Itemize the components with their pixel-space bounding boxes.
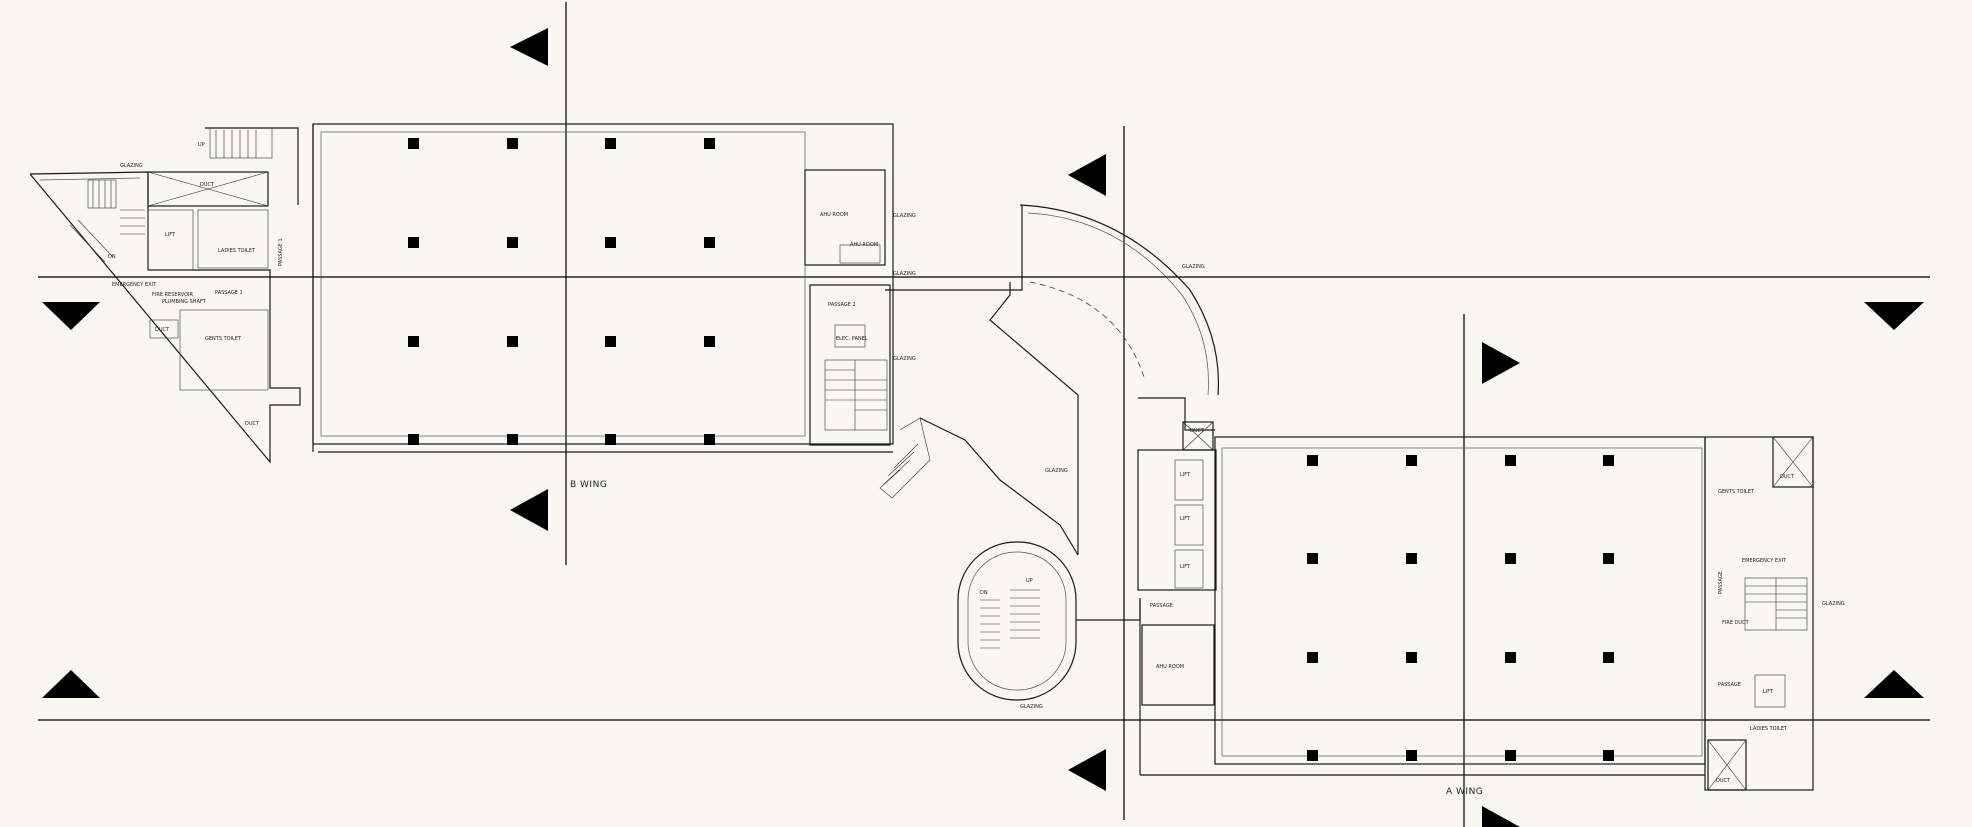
passage-label: PASSAGE <box>1718 571 1724 594</box>
gents-toilet-label: GENTS TOILET <box>1718 489 1755 495</box>
section-arrow-up-icon <box>1864 670 1924 698</box>
a-wing-hall-inner <box>1221 447 1703 757</box>
b-wing-hall <box>312 123 894 445</box>
lift-label: LIFT <box>1180 564 1191 570</box>
passage-1-label: PASSAGE 1 <box>215 290 243 296</box>
duct-label: DUCT <box>1716 778 1731 784</box>
duct-label: DUCT <box>1190 428 1205 434</box>
duct-label: DUCT <box>245 421 260 427</box>
section-arrow-down-icon <box>42 302 100 330</box>
up-label: UP <box>1026 578 1033 584</box>
a-wing-stair <box>1744 577 1808 631</box>
glazing-label: GLAZING <box>893 356 916 362</box>
b-wing-hall-inner <box>320 131 806 437</box>
passage-label: PASSAGE <box>1150 603 1173 609</box>
duct-label: DUCT <box>200 182 215 188</box>
section-arrow-down-icon <box>1864 302 1924 330</box>
a-wing-hall <box>1214 436 1706 765</box>
a-wing: DUCT LIFT LIFT LIFT PASSAGE AHU ROOM DUC… <box>1137 397 1845 797</box>
ladies-toilet-label: LADIES TOILET <box>218 248 256 254</box>
elec-panel-label: ELEC. PANEL <box>836 336 868 342</box>
gents-toilet-label: GENTS TOILET <box>205 336 242 342</box>
a-wing-columns <box>1307 455 1614 761</box>
section-arrow-left-icon <box>1068 749 1106 791</box>
section-arrows <box>42 28 1924 827</box>
section-arrow-up-icon <box>42 670 100 698</box>
section-arrow-left-icon <box>510 28 548 66</box>
dn-label: DN <box>108 254 116 260</box>
lift-label: LIFT <box>1180 516 1191 522</box>
lift-a-2 <box>1174 504 1204 546</box>
dn-label: DN <box>980 590 988 596</box>
ladies-toilet-label: LADIES TOILET <box>1750 726 1788 732</box>
section-lines <box>38 2 1930 827</box>
ahu-room-label: AHU ROOM <box>1156 664 1184 670</box>
a-wing-right-block <box>1704 436 1814 791</box>
b-wing-columns <box>408 138 715 445</box>
passage-2-block <box>809 284 891 446</box>
lift-a-right <box>1754 674 1786 708</box>
glazing-label: GLAZING <box>893 271 916 277</box>
b-wing-stair <box>824 359 888 431</box>
duct-small <box>149 319 179 339</box>
lift-a-3 <box>1174 549 1204 589</box>
glazing-label: GLAZING <box>1045 468 1068 474</box>
elec-panel <box>834 324 866 348</box>
duct-a-right-bottom <box>1707 739 1747 791</box>
fire-duct-label: FIRE DUCT <box>1722 620 1750 626</box>
ladies-toilet-b <box>197 209 269 269</box>
b-wing-label: B WING <box>570 480 607 490</box>
ahu-room-b <box>804 169 886 266</box>
fire-reservoir-label: FIRE RESERVOIR <box>152 292 193 298</box>
central-connector: GLAZING GLAZING <box>879 204 1220 710</box>
section-arrow-left-icon <box>1068 154 1106 196</box>
gents-toilet-b <box>179 309 269 391</box>
oval-stair: DN UP GLAZING <box>957 541 1077 710</box>
connector-stair <box>879 417 931 499</box>
ahu-room-label: AHU ROOM <box>820 212 848 218</box>
duct-label: DUCT <box>1780 474 1795 480</box>
a-wing-lift-column <box>1137 449 1217 591</box>
glazing-label: GLAZING <box>1182 264 1205 270</box>
duct-label: DUCT <box>155 327 170 333</box>
glazing-label: GLAZING <box>893 213 916 219</box>
duct-b <box>147 171 269 207</box>
emergency-exit-label: EMERGENCY EXIT <box>112 282 157 288</box>
glazing-label: GLAZING <box>1020 704 1043 710</box>
b-wing: AHU ROOM AHU ROOM PASSAGE 2 ELEC. PANEL … <box>29 123 916 490</box>
lift-label: LIFT <box>165 232 176 238</box>
glazing-curve-top <box>1019 204 1220 396</box>
plumbing-shaft-label: PLUMBING SHAFT <box>162 299 207 305</box>
section-arrow-right-icon <box>1482 342 1520 384</box>
passage-1-label: PASSAGE 1 <box>278 238 284 266</box>
a-wing-label: A WING <box>1446 787 1483 797</box>
glazing-label: GLAZING <box>120 163 143 169</box>
lift-label: LIFT <box>1180 472 1191 478</box>
up-label: UP <box>198 142 205 148</box>
lift-b <box>147 209 194 271</box>
ahu-room-a <box>1141 624 1215 706</box>
lift-label: LIFT <box>1763 689 1774 695</box>
b-wing-top-stair <box>209 127 273 159</box>
passage-2-label: PASSAGE 2 <box>828 302 856 308</box>
b-wing-left-block: DUCT LIFT LADIES TOILET PASSAGE 1 PASSAG… <box>29 127 301 464</box>
emergency-exit-label: EMERGENCY EXIT <box>1742 558 1787 564</box>
passage-label: PASSAGE <box>1718 682 1741 688</box>
glazing-label: GLAZING <box>1822 601 1845 607</box>
dashed-arc <box>1029 281 1146 381</box>
section-arrow-right-icon <box>1482 806 1520 827</box>
section-arrow-left-icon <box>510 489 548 531</box>
lift-a-1 <box>1174 459 1204 501</box>
duct-a-right-top <box>1772 436 1814 488</box>
